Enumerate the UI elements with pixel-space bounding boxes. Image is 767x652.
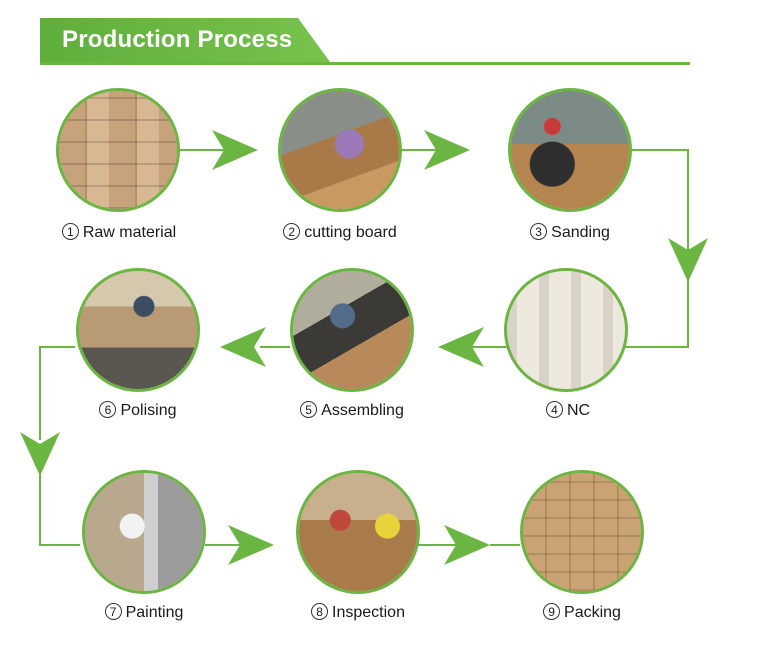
page-title: Production Process <box>62 26 293 53</box>
header-divider <box>40 62 690 65</box>
step-title: cutting board <box>304 224 397 241</box>
step-number: 5 <box>300 401 318 418</box>
step-number: 2 <box>283 223 301 240</box>
step-number: 9 <box>543 603 561 620</box>
arrow-1-2 <box>212 130 258 170</box>
step-title: NC <box>566 402 591 419</box>
step-title: Packing <box>564 604 621 621</box>
step-packing-photo <box>520 470 644 594</box>
step-number: 1 <box>61 223 79 240</box>
nc-machine-image <box>507 271 625 389</box>
packing-image <box>523 473 641 591</box>
inspection-image <box>299 473 417 591</box>
step-number: 6 <box>99 401 117 418</box>
step-title: Polising <box>120 402 177 419</box>
sanding-image <box>511 91 629 209</box>
arrow-4-5 <box>438 327 484 367</box>
arrow-3-4 <box>668 238 708 282</box>
arrow-6-7 <box>20 432 60 476</box>
section-header: Production Process <box>40 18 690 66</box>
arrow-8-9 <box>444 525 490 565</box>
step-title: Painting <box>125 604 184 621</box>
step-sanding-photo <box>508 88 632 212</box>
step-painting-photo <box>82 470 206 594</box>
step-number: 3 <box>530 223 548 240</box>
step-cutting-board-photo <box>278 88 402 212</box>
step-inspection-photo <box>296 470 420 594</box>
header-tab <box>40 18 330 62</box>
arrow-7-8 <box>228 525 274 565</box>
step-title: Raw material <box>82 224 177 241</box>
painting-image <box>85 473 203 591</box>
step-raw-material-photo <box>56 88 180 212</box>
step-title: Inspection <box>332 604 405 621</box>
arrow-2-3 <box>424 130 470 170</box>
step-title: Assembling <box>321 402 404 419</box>
step-assembling-photo <box>290 268 414 392</box>
step-title: Sanding <box>551 224 610 241</box>
step-nc-photo <box>504 268 628 392</box>
polising-image <box>79 271 197 389</box>
lumber-stack-image <box>59 91 177 209</box>
step-number: 8 <box>311 603 329 620</box>
arrow-5-6 <box>220 327 266 367</box>
step-number: 4 <box>545 401 563 418</box>
assembling-image <box>293 271 411 389</box>
step-number: 7 <box>104 603 122 620</box>
cutting-board-image <box>281 91 399 209</box>
step-polising-photo <box>76 268 200 392</box>
